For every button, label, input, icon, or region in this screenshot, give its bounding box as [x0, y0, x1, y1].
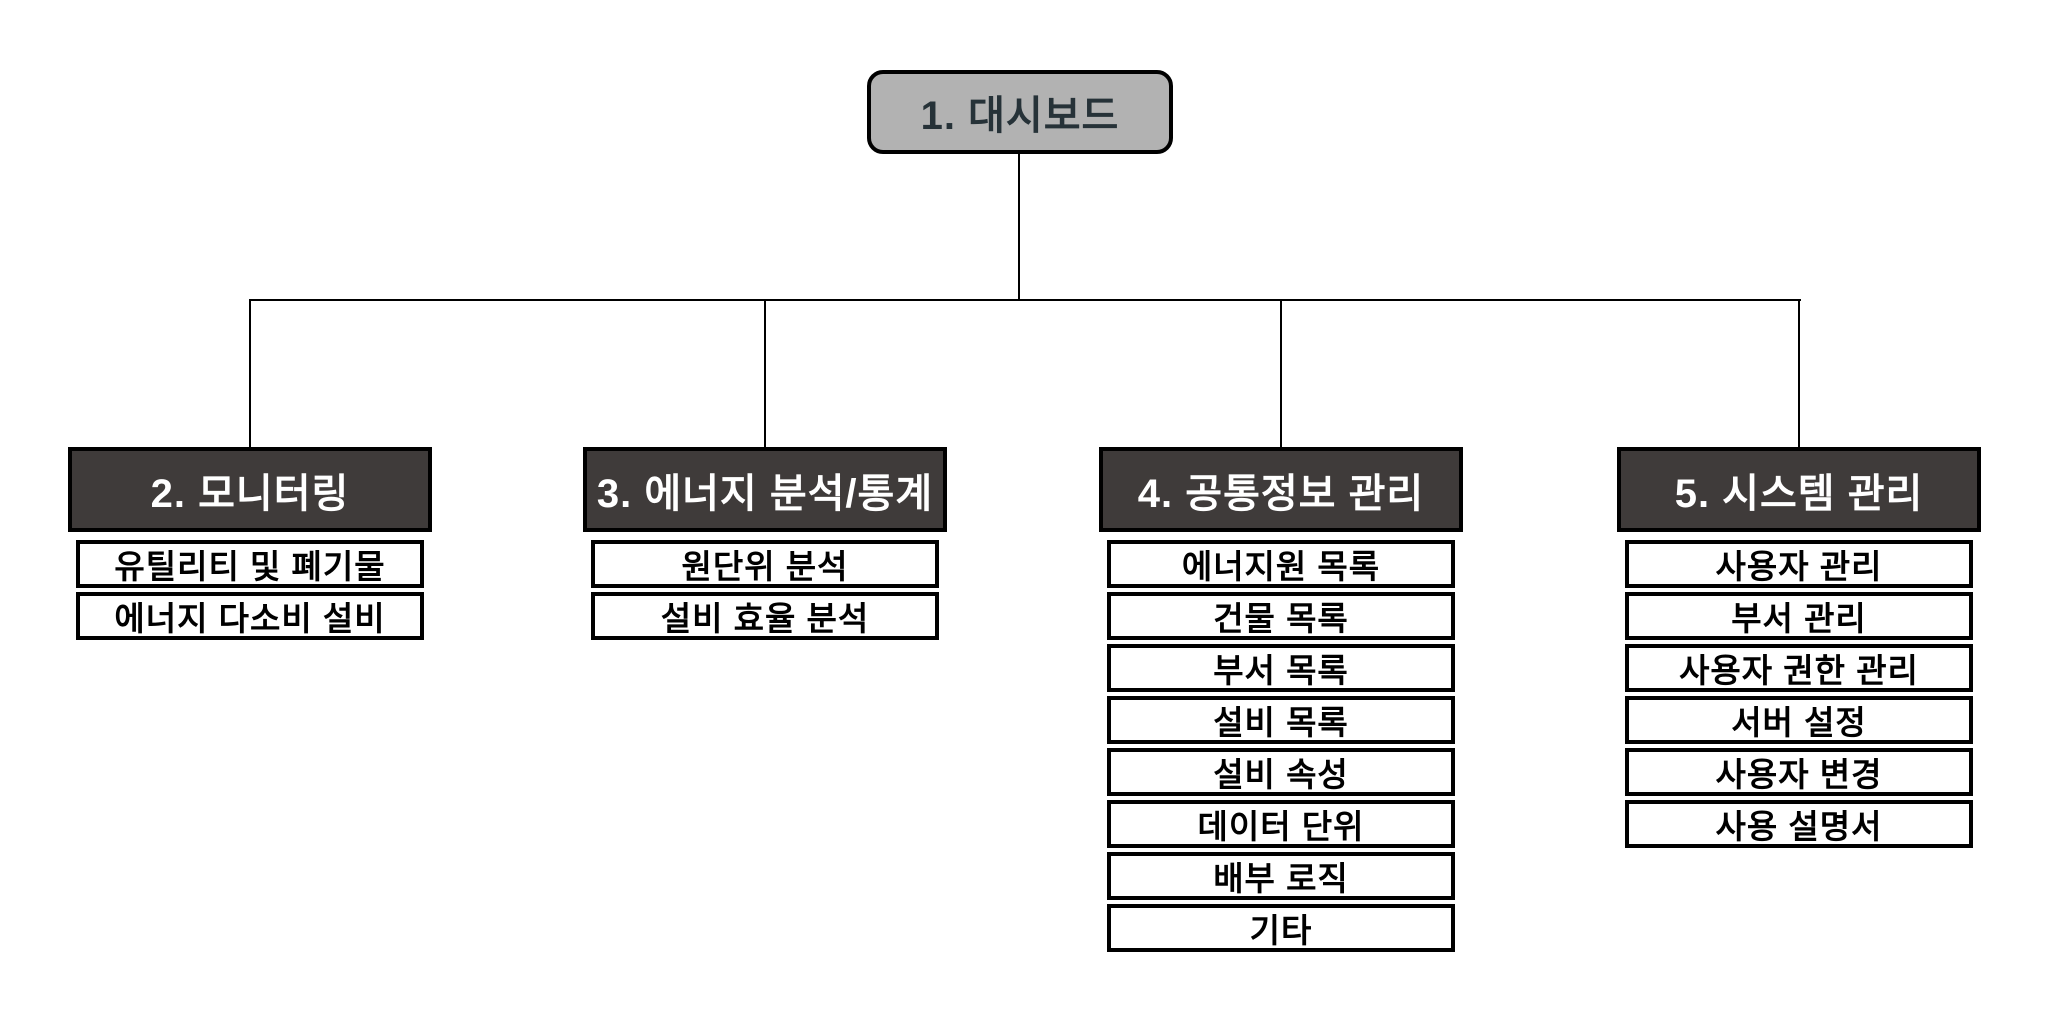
section-items-monitoring: 유틸리티 및 폐기물 에너지 다소비 설비 [68, 532, 432, 640]
connector-horizontal-rail [249, 299, 1801, 301]
leaf-node: 사용 설명서 [1625, 800, 1973, 848]
leaf-node: 사용자 변경 [1625, 748, 1973, 796]
connector-stem-system [1798, 300, 1800, 447]
leaf-node: 유틸리티 및 폐기물 [76, 540, 424, 588]
leaf-node: 배부 로직 [1107, 852, 1455, 900]
leaf-node: 설비 목록 [1107, 696, 1455, 744]
leaf-node: 데이터 단위 [1107, 800, 1455, 848]
leaf-node: 설비 속성 [1107, 748, 1455, 796]
connector-stem-monitoring [249, 300, 251, 447]
leaf-node: 기타 [1107, 904, 1455, 952]
leaf-node: 서버 설정 [1625, 696, 1973, 744]
section-common-info: 4. 공통정보 관리 에너지원 목록 건물 목록 부서 목록 설비 목록 설비 … [1099, 447, 1463, 956]
section-header-monitoring: 2. 모니터링 [68, 447, 432, 532]
node-dashboard: 1. 대시보드 [867, 70, 1173, 154]
connector-root-stem [1018, 154, 1020, 300]
section-energy-analysis: 3. 에너지 분석/통계 원단위 분석 설비 효율 분석 [583, 447, 947, 644]
section-header-energy-analysis: 3. 에너지 분석/통계 [583, 447, 947, 532]
leaf-node: 부서 관리 [1625, 592, 1973, 640]
leaf-node: 건물 목록 [1107, 592, 1455, 640]
section-header-system-management: 5. 시스템 관리 [1617, 447, 1981, 532]
section-items-common-info: 에너지원 목록 건물 목록 부서 목록 설비 목록 설비 속성 데이터 단위 배… [1099, 532, 1463, 952]
section-system-management: 5. 시스템 관리 사용자 관리 부서 관리 사용자 권한 관리 서버 설정 사… [1617, 447, 1981, 852]
leaf-node: 부서 목록 [1107, 644, 1455, 692]
section-items-system-management: 사용자 관리 부서 관리 사용자 권한 관리 서버 설정 사용자 변경 사용 설… [1617, 532, 1981, 848]
leaf-node: 설비 효율 분석 [591, 592, 939, 640]
leaf-node: 사용자 관리 [1625, 540, 1973, 588]
section-items-energy-analysis: 원단위 분석 설비 효율 분석 [583, 532, 947, 640]
leaf-node: 사용자 권한 관리 [1625, 644, 1973, 692]
leaf-node: 에너지 다소비 설비 [76, 592, 424, 640]
leaf-node: 에너지원 목록 [1107, 540, 1455, 588]
connector-stem-common-info [1280, 300, 1282, 447]
leaf-node: 원단위 분석 [591, 540, 939, 588]
section-header-common-info: 4. 공통정보 관리 [1099, 447, 1463, 532]
section-monitoring: 2. 모니터링 유틸리티 및 폐기물 에너지 다소비 설비 [68, 447, 432, 644]
connector-stem-energy-analysis [764, 300, 766, 447]
